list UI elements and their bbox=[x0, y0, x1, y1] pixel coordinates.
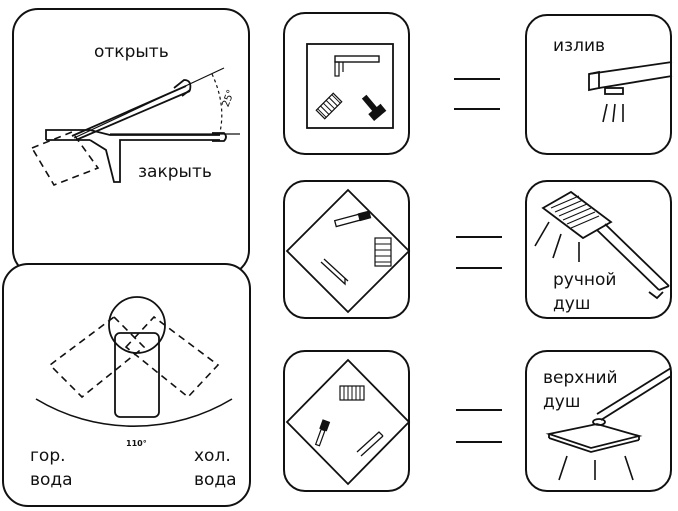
shower-head-nozzles bbox=[550, 195, 600, 229]
switch-overhead-shower-diagram bbox=[285, 358, 411, 486]
switch-overhead-shower-panel bbox=[283, 350, 411, 492]
overhead-shower-panel: верхний душ bbox=[525, 350, 672, 492]
cold-position-outline bbox=[124, 315, 220, 399]
water-stream-lines bbox=[602, 103, 624, 123]
equals-mid-line-1 bbox=[456, 236, 502, 238]
angle-reference bbox=[73, 67, 240, 139]
hot-cold-panel: 110° гор. вода хол. вода bbox=[2, 263, 251, 507]
water-stream-lines bbox=[534, 221, 580, 262]
overhead-shower-label-line1: верхний bbox=[543, 368, 618, 388]
overhead-shower-label-line2: душ bbox=[543, 392, 581, 412]
equals-bottom-line-2 bbox=[456, 441, 502, 443]
angle-110-label: 110° bbox=[126, 439, 147, 448]
switch-spout-diagram bbox=[306, 43, 394, 129]
hot-water-label-line2: вода bbox=[30, 470, 73, 490]
switch-hand-shower-panel bbox=[283, 180, 411, 319]
cold-water-label-line1: хол. bbox=[194, 446, 231, 466]
switch-hand-shower-diagram bbox=[285, 188, 411, 314]
hand-shower-panel: ручной душ bbox=[525, 180, 672, 319]
spout-label: излив bbox=[553, 36, 606, 56]
equals-mid-line-2 bbox=[456, 267, 502, 269]
lever-open-close-diagram bbox=[30, 67, 240, 186]
switch-spout-panel bbox=[283, 12, 410, 155]
hot-water-label-line1: гор. bbox=[30, 446, 66, 466]
hand-shower-label-line2: душ bbox=[553, 294, 591, 314]
closed-position-outline bbox=[30, 131, 100, 186]
lever-center bbox=[108, 296, 166, 418]
rotation-arc bbox=[35, 398, 233, 428]
cold-water-label-line2: вода bbox=[194, 470, 237, 490]
lever-rotation-diagram bbox=[35, 296, 233, 428]
water-stream-lines bbox=[558, 455, 634, 481]
hand-shower-label-line1: ручной bbox=[553, 270, 617, 290]
equals-bottom-line-1 bbox=[456, 409, 502, 411]
open-close-panel: 25° открыть закрыть bbox=[12, 8, 250, 276]
spout-icon bbox=[588, 61, 673, 123]
overhead-shower-icon bbox=[545, 367, 672, 481]
spout-panel: излив bbox=[525, 14, 673, 155]
equals-top-line-1 bbox=[454, 78, 500, 80]
hand-shower-icon bbox=[534, 190, 670, 300]
close-label: закрыть bbox=[138, 162, 212, 182]
equals-top-line-2 bbox=[454, 108, 500, 110]
hot-position-outline bbox=[48, 315, 146, 399]
open-label: открыть bbox=[94, 42, 169, 62]
